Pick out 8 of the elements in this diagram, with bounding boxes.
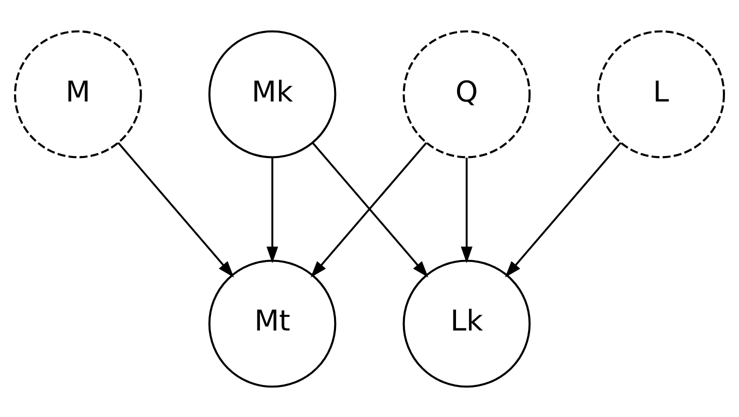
arrow — [118, 142, 234, 277]
arrow — [505, 142, 622, 277]
node-circle: Mk — [208, 30, 336, 158]
node-circle: Q — [402, 30, 531, 158]
arrow — [266, 157, 278, 263]
node-circle: M — [14, 30, 142, 158]
node-circle: L — [597, 30, 725, 158]
arrow — [460, 157, 472, 263]
